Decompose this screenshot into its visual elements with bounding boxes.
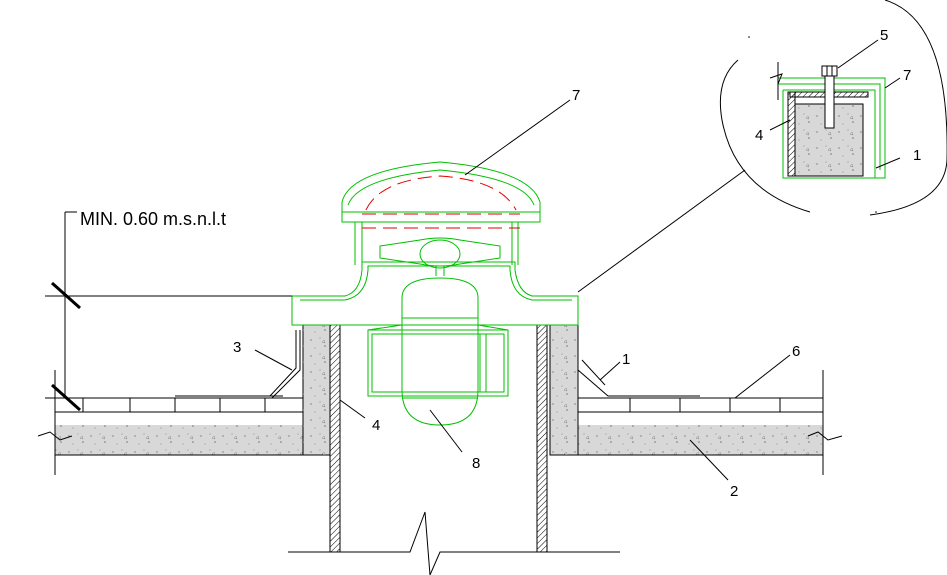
callout-4: 4 bbox=[372, 417, 380, 434]
callout-6: 6 bbox=[792, 343, 800, 360]
duct-wall-left bbox=[329, 324, 341, 553]
detail-callout-1: 1 bbox=[913, 147, 921, 164]
detail-bolt bbox=[821, 65, 838, 129]
detail-callout-5: 5 bbox=[880, 27, 888, 44]
callout-7: 7 bbox=[572, 87, 580, 104]
flashing-left bbox=[175, 330, 301, 399]
stray-dot bbox=[748, 36, 750, 38]
roof-slab-right bbox=[578, 411, 823, 456]
hood-dashes bbox=[362, 175, 520, 229]
concrete-curb-right bbox=[549, 324, 579, 456]
callout-2: 2 bbox=[730, 483, 738, 500]
duct-wall-right bbox=[536, 324, 548, 553]
detail-callout-4: 4 bbox=[755, 127, 763, 144]
detail-circle bbox=[719, 0, 947, 216]
detail-leaders bbox=[769, 39, 901, 169]
min-height-label: MIN. 0.60 m.s.n.l.t bbox=[80, 209, 226, 229]
callout-8: 8 bbox=[472, 455, 480, 472]
tile-layer-left bbox=[45, 397, 304, 413]
concrete-curb-left bbox=[302, 324, 331, 456]
detail-callout-7: 7 bbox=[903, 67, 911, 84]
callout-1: 1 bbox=[622, 351, 630, 368]
detail-break bbox=[769, 62, 783, 100]
flashing-right bbox=[577, 332, 700, 397]
ventilator-unit bbox=[291, 161, 579, 426]
detail-duct-wall bbox=[787, 91, 796, 177]
roof-slab-left bbox=[55, 411, 303, 456]
height-dimension bbox=[45, 211, 292, 412]
tile-layer-right bbox=[577, 397, 824, 413]
stray-dot bbox=[875, 211, 877, 213]
leader-lines bbox=[254, 99, 791, 481]
callout-3: 3 bbox=[233, 339, 241, 356]
